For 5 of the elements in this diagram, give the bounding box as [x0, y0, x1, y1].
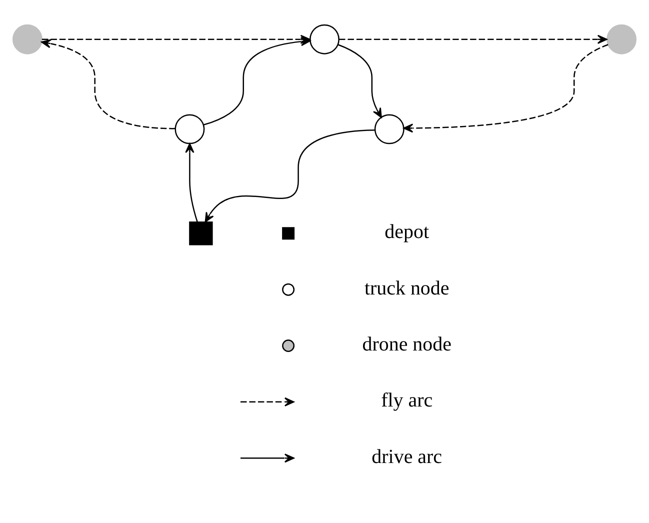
- legend-label: depot: [384, 221, 430, 244]
- legend-label: drone node: [362, 333, 452, 356]
- legend-label: drive arc: [372, 446, 442, 468]
- legend-label: truck node: [364, 277, 450, 300]
- legend-label: fly arc: [381, 390, 433, 412]
